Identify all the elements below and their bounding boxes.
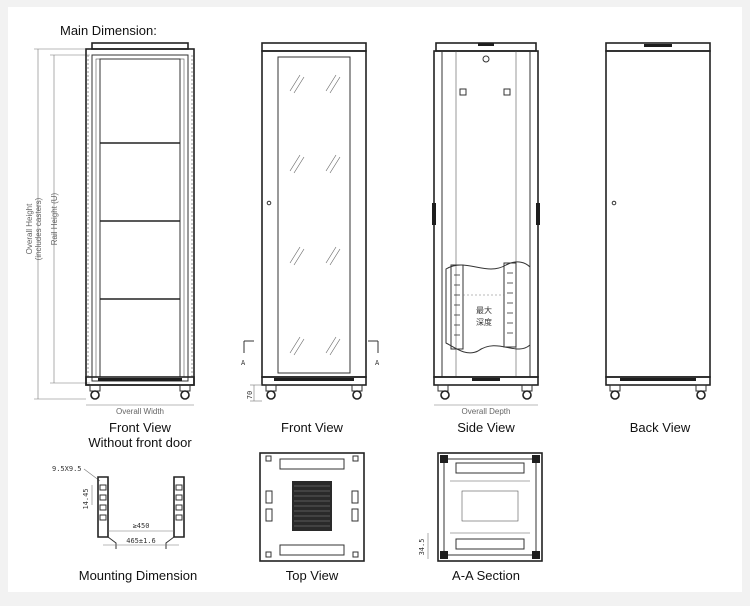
- front-view-no-door-label: Front View: [109, 420, 172, 435]
- rail-outer-dim: 465±1.6: [126, 537, 156, 545]
- front-view-no-door: Overall Height (includes casters) Rail H…: [25, 42, 195, 450]
- main-title: Main Dimension:: [60, 23, 157, 38]
- overall-depth-label: Overall Depth: [462, 407, 511, 416]
- side-view-label: Side View: [457, 420, 515, 435]
- includes-casters-label: (includes casters): [34, 197, 43, 260]
- front-view: A A 70 Front View: [241, 42, 380, 435]
- section-view-label: A-A Section: [452, 568, 520, 583]
- base-height-dim: 70: [246, 391, 254, 399]
- overall-width-label: Overall Width: [116, 407, 164, 416]
- technical-drawing: Main Dimension: Overall Height (includes…: [25, 23, 711, 583]
- max-depth-label-2: 深度: [476, 317, 492, 327]
- top-view: Top View: [259, 452, 365, 583]
- side-view: 最大 深度 Overall Depth Side View: [432, 42, 540, 435]
- drawing-sheet: Main Dimension: Overall Height (includes…: [8, 7, 742, 592]
- section-side-dim: 34.5: [418, 539, 426, 556]
- mounting-dimension-label: Mounting Dimension: [79, 568, 198, 583]
- rail-height-label: Rail Height (U): [50, 192, 59, 245]
- a-a-section: 34.5 A-A Section: [418, 452, 543, 583]
- without-front-door-label: Without front door: [88, 435, 192, 450]
- rail-inner-dim: ≥450: [133, 522, 150, 530]
- pitch-dim: 14.45: [82, 488, 90, 509]
- mounting-dimension: 9.5X9.5 14.45 ≥450 465±1.6 Mounting Dime…: [52, 465, 197, 583]
- section-marker-left: A: [241, 359, 246, 367]
- max-depth-label-1: 最大: [476, 305, 492, 315]
- back-view-label: Back View: [630, 420, 691, 435]
- front-view-label: Front View: [281, 420, 344, 435]
- overall-height-label: Overall Height: [25, 203, 34, 254]
- top-view-label: Top View: [286, 568, 339, 583]
- hole-size-dim: 9.5X9.5: [52, 465, 82, 473]
- back-view: Back View: [605, 42, 711, 435]
- section-marker-right: A: [375, 359, 380, 367]
